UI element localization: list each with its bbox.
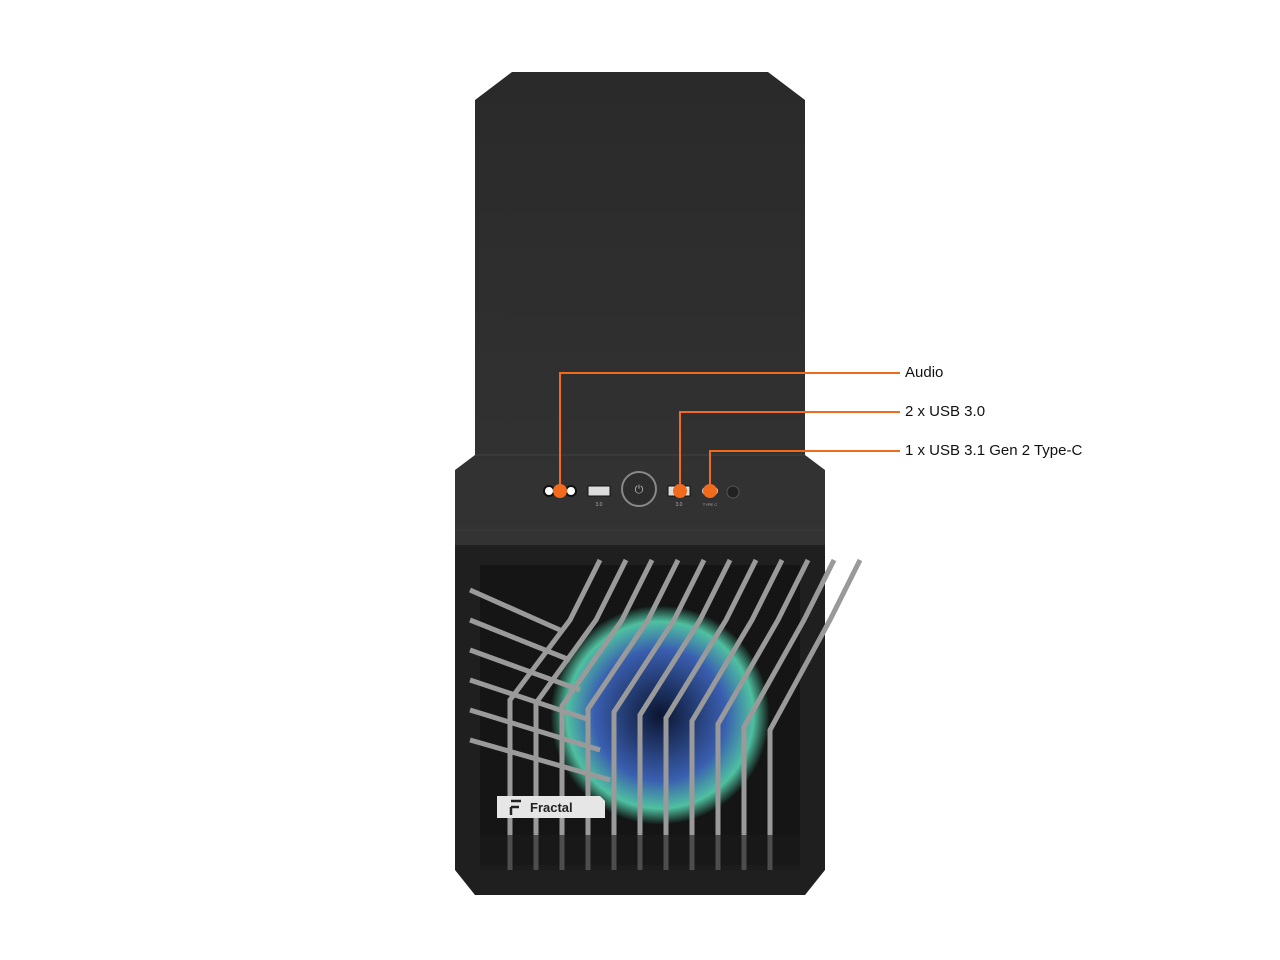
power-button (621, 471, 657, 507)
fractal-logo-text: Fractal (530, 800, 573, 815)
grille-fin (663, 558, 759, 870)
grille-fin (468, 587, 562, 633)
grille-fin (741, 558, 837, 870)
reset-button (726, 485, 740, 499)
callout-audio: Audio (905, 364, 944, 381)
callout-usb-type-c: 1 x USB 3.1 Gen 2 Type-C (905, 442, 1083, 459)
port-label: 3.0 (676, 502, 683, 508)
grille-fin (585, 558, 681, 870)
grille-fin (533, 558, 629, 870)
grille-fin (767, 558, 863, 870)
front-grille (468, 558, 863, 870)
svg-text:⏻: ⏻ (635, 484, 644, 496)
grille-fin (469, 737, 611, 783)
grille-fin (689, 558, 785, 870)
callout-usb-3-0: 2 x USB 3.0 (905, 403, 986, 420)
grille-fin (469, 677, 591, 723)
grille-fin (469, 707, 601, 753)
port-label: 3.0 (596, 502, 603, 508)
rgb-fan (550, 605, 770, 825)
grille-fin (559, 558, 655, 870)
case-top-panel (455, 72, 825, 545)
headphone-jack (543, 485, 555, 497)
grille-fin (469, 647, 581, 693)
callout-lines (559, 372, 900, 491)
grille-fin (611, 558, 707, 870)
usb-port (587, 485, 611, 497)
port-label: TYPE C (703, 502, 718, 507)
grille-fin (637, 558, 733, 870)
grille-fin (507, 558, 603, 870)
grille-fin (469, 617, 571, 663)
fractal-logo-badge: Fractal (497, 796, 605, 818)
grille-fin (715, 558, 811, 870)
mic-jack (565, 485, 577, 497)
